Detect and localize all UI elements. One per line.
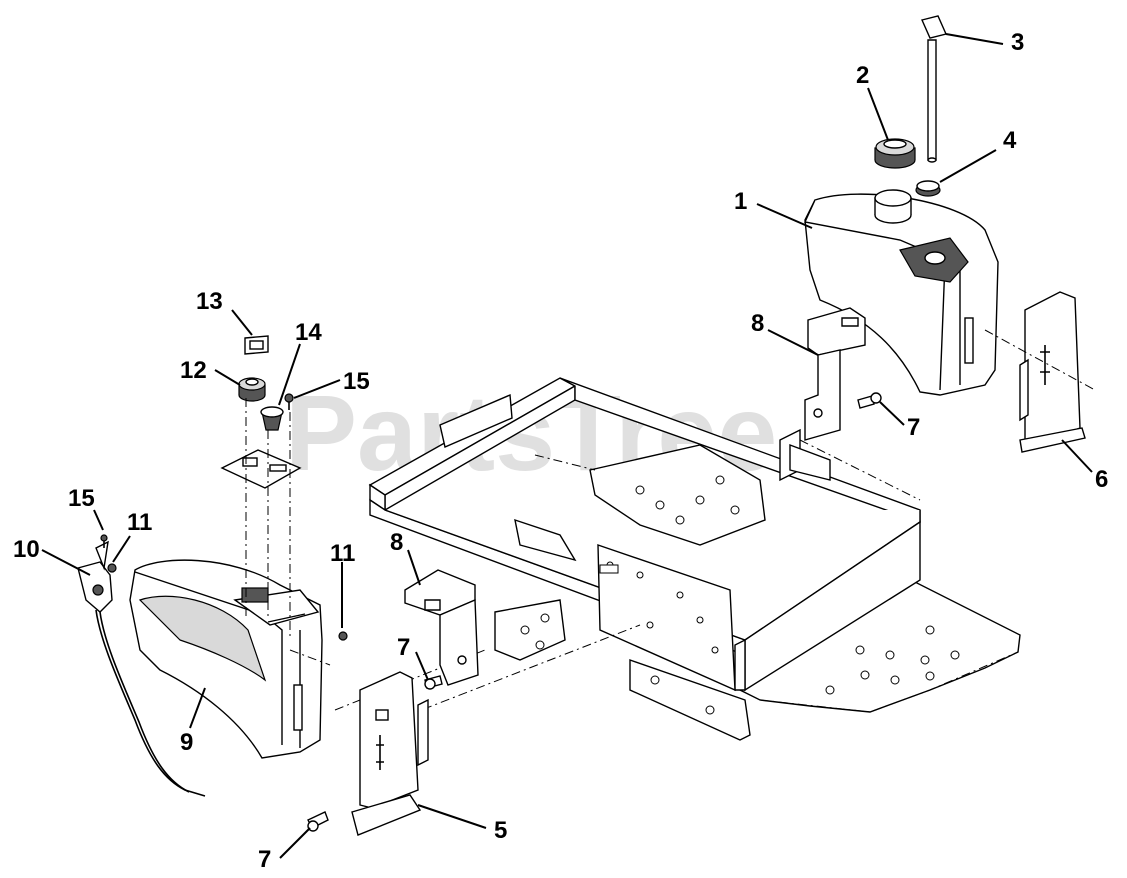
bolt-left-lower	[307, 811, 329, 832]
callout-7-left-lower: 7	[258, 846, 271, 873]
heat-shield-right	[1019, 291, 1086, 453]
fuel-valve	[77, 540, 206, 797]
fuel-tank-left	[129, 559, 323, 759]
fuel-cap	[874, 138, 916, 169]
grommet	[915, 180, 941, 197]
callout-9: 9	[180, 729, 193, 756]
bolt-left-upper	[424, 675, 443, 690]
chassis-frame	[368, 377, 1021, 741]
axis-left-4	[289, 649, 331, 666]
fuel-tank-right	[803, 189, 999, 396]
callout-12: 12	[180, 357, 207, 384]
callout-1: 1	[734, 188, 747, 215]
callout-4: 4	[1003, 127, 1017, 154]
filler-neck	[260, 406, 284, 431]
callout-11-left: 11	[127, 509, 152, 536]
axis-right	[984, 329, 1096, 391]
callout-15-upper: 15	[343, 368, 370, 395]
callout-14: 14	[295, 319, 322, 346]
bolt-right	[857, 392, 882, 409]
callout-8-right: 8	[751, 310, 764, 337]
heat-shield-left	[351, 671, 429, 836]
callout-6: 6	[1095, 466, 1108, 493]
nut-11-left	[107, 563, 117, 573]
axis-left-6	[369, 624, 641, 731]
screw-15-lower	[100, 534, 108, 548]
callout-2: 2	[856, 62, 869, 89]
callout-15-lower: 15	[68, 485, 95, 512]
callout-5: 5	[494, 817, 507, 844]
callout-13: 13	[196, 288, 223, 315]
fuel-cap-left	[238, 377, 266, 402]
screw-upper	[284, 393, 294, 410]
callout-3: 3	[1011, 29, 1024, 56]
tank-bracket-left	[404, 569, 479, 686]
tank-bracket-right	[804, 307, 866, 441]
callout-8-left: 8	[390, 529, 403, 556]
callout-7-right: 7	[907, 414, 920, 441]
vent-tube	[921, 15, 947, 163]
callout-10: 10	[13, 536, 40, 563]
leader-lines	[41, 33, 1093, 859]
callout-7-left-upper: 7	[397, 634, 410, 661]
screw-11-right	[338, 631, 348, 641]
callout-11-right: 11	[330, 540, 355, 567]
gasket	[244, 335, 269, 355]
